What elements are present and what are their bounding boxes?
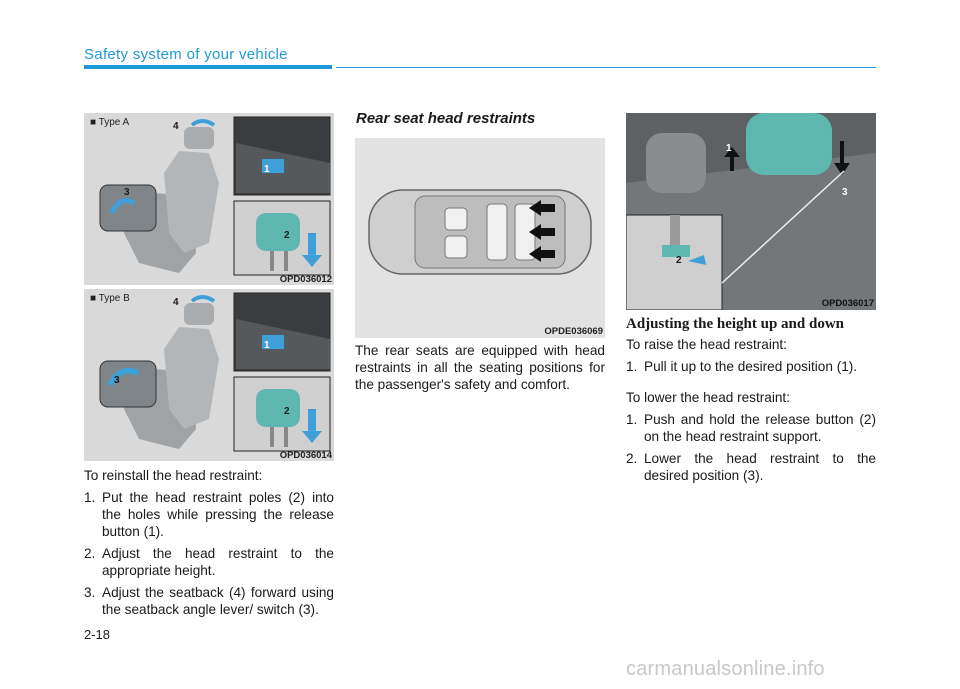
type-a-label: ■ Type A (90, 117, 130, 128)
callout-2: 2 (284, 406, 290, 417)
head-restraint-illustration (626, 113, 876, 310)
figure-type-a: ■ Type A 4 1 3 2 OPD036012 (84, 113, 334, 285)
list-item: 1.Pull it up to the desired position (1)… (626, 359, 858, 374)
seat-illustration-type-b (84, 289, 334, 461)
reinstall-intro: To reinstall the head restraint: (84, 468, 263, 483)
type-b-label: ■ Type B (90, 293, 130, 304)
section-heading-adjust-height: Adjusting the height up and down (626, 316, 844, 332)
figure-rear-seats: OPDE036069 (355, 138, 605, 338)
car-top-view-illustration (355, 138, 605, 338)
reinstall-instructions: To reinstall the head restraint: 1.Put t… (84, 467, 334, 623)
raise-intro: To raise the head restraint: (626, 337, 787, 352)
reinstall-steps: 1.Put the head restraint poles (2) into … (84, 489, 334, 618)
lower-steps: 1.Push and hold the release button (2) o… (626, 411, 876, 484)
callout-1: 1 (264, 340, 270, 351)
watermark: carmanualsonline.info (626, 658, 825, 680)
raise-steps: 1.Pull it up to the desired position (1)… (626, 358, 876, 375)
header-rule-thick (84, 65, 332, 69)
list-item: 3.Adjust the seatback (4) forward using … (84, 585, 334, 617)
section-heading-rear-seat: Rear seat head restraints (356, 110, 536, 127)
figure-code: OPD036017 (821, 298, 874, 309)
callout-2: 2 (676, 255, 682, 266)
adjust-height-instructions: To raise the head restraint: 1.Pull it u… (626, 336, 876, 489)
figure-code: OPDE036069 (544, 326, 603, 337)
figure-adjust-height: 1 2 3 OPD036017 (626, 113, 876, 310)
rear-seat-description: The rear seats are equipped with head re… (355, 343, 605, 392)
figure-code: OPD036012 (279, 274, 332, 285)
figure-code: OPD036014 (279, 450, 332, 461)
list-item: 1.Put the head restraint poles (2) into … (84, 490, 334, 539)
figure-type-b: ■ Type B 4 1 3 2 OPD036014 (84, 289, 334, 461)
callout-4: 4 (173, 297, 179, 308)
callout-3: 3 (842, 187, 848, 198)
page-number: 2-18 (84, 627, 111, 642)
callout-4: 4 (173, 121, 179, 132)
seat-illustration-type-a (84, 113, 334, 285)
callout-3: 3 (124, 187, 130, 198)
callout-1: 1 (264, 164, 270, 175)
list-item: 1.Push and hold the release button (2) o… (626, 412, 876, 444)
callout-3: 3 (114, 375, 120, 386)
list-item: 2.Lower the head restraint to the desire… (626, 451, 876, 483)
list-item: 2.Adjust the head restraint to the appro… (84, 546, 334, 578)
header-rule-thin (336, 67, 876, 68)
lower-intro: To lower the head restraint: (626, 390, 790, 405)
callout-2: 2 (284, 230, 290, 241)
callout-1: 1 (726, 143, 732, 154)
section-title: Safety system of your vehicle (84, 46, 288, 63)
